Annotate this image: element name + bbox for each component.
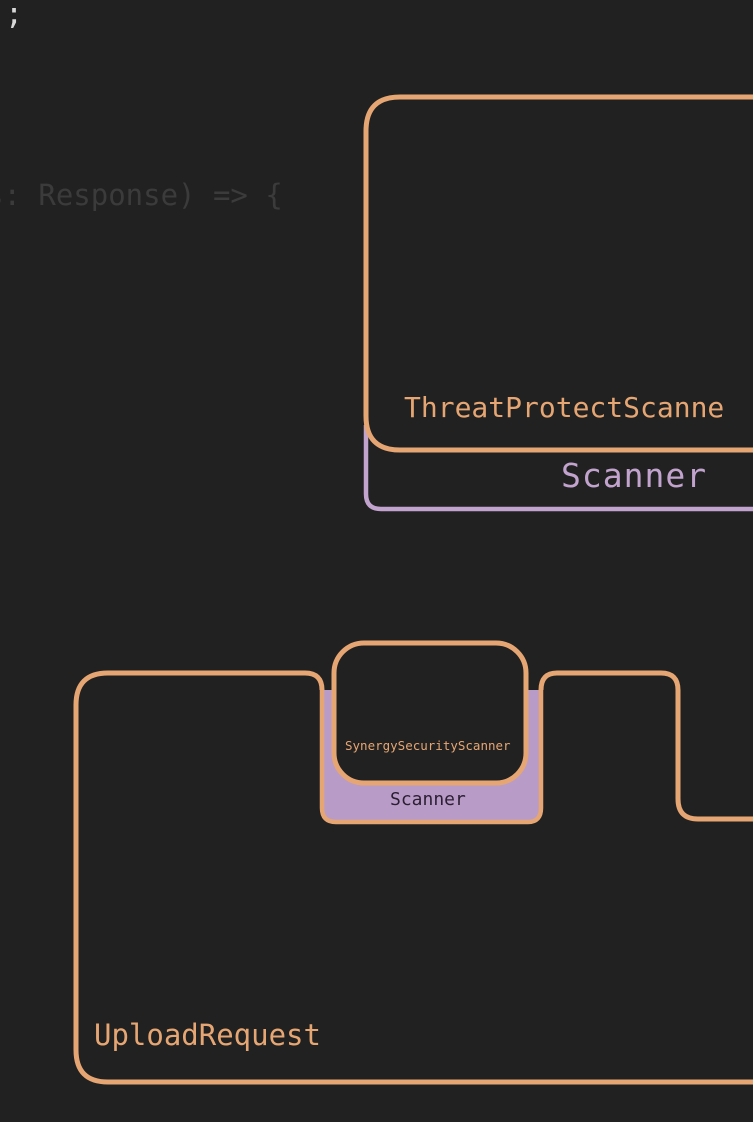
threat-scanner-tag-outline: [363, 425, 753, 512]
synergy-security-scanner-box: [331, 640, 529, 786]
code-line-top: );: [0, 0, 24, 32]
synergy-scanner-tag-label: Scanner: [390, 789, 466, 810]
upload-request-label: UploadRequest: [94, 1018, 321, 1052]
threat-scanner-tag-label: Scanner: [561, 456, 708, 495]
threat-protect-scanner-box: [363, 94, 753, 453]
code-line-faded: s: Response) => {: [0, 178, 283, 212]
upload-request-box: [73, 670, 753, 1085]
synergy-security-scanner-label: SynergySecurityScanner: [345, 738, 511, 753]
threat-protect-scanner-label: ThreatProtectScanne: [404, 391, 725, 424]
